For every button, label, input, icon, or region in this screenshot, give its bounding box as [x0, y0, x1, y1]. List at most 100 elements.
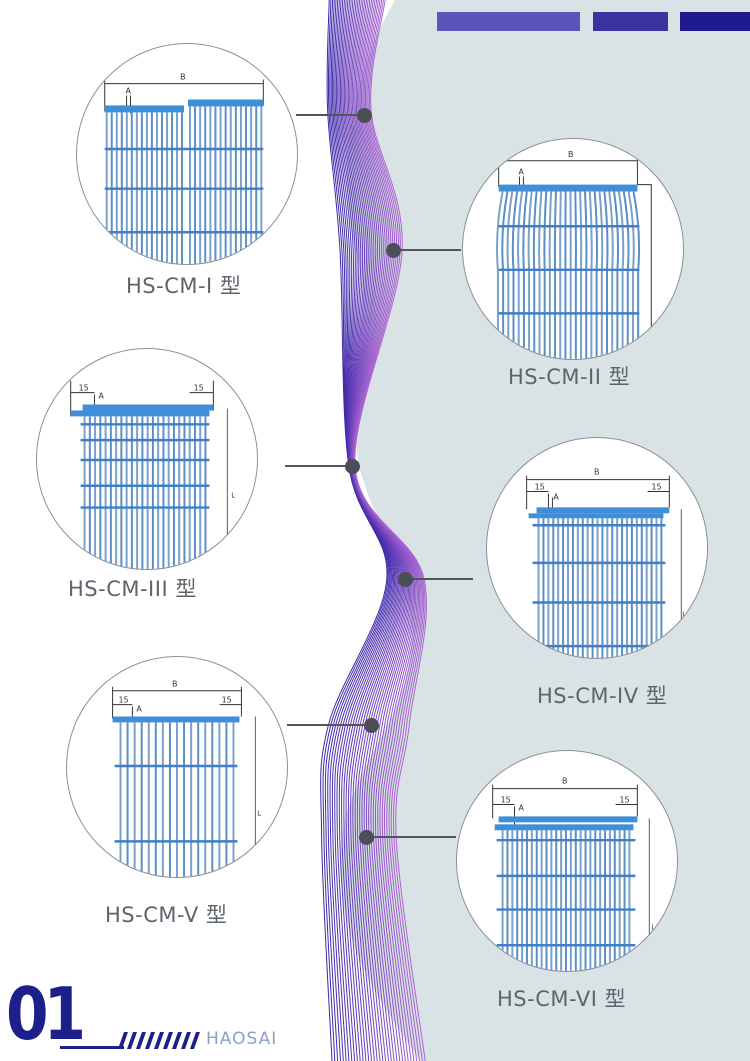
- dim-a-4: A: [553, 492, 559, 501]
- rings-2: [498, 224, 640, 315]
- diagram-circle-2: B A: [462, 138, 684, 360]
- footer-stripe: [181, 1032, 191, 1049]
- tube: [553, 191, 557, 359]
- diagram-circle-1: B A: [76, 43, 298, 265]
- dim-a-1: A: [126, 87, 132, 96]
- brand-name: HAOSAI: [206, 1029, 278, 1049]
- tube-diagram-6: B 15 15 A L: [492, 777, 655, 971]
- diagram-circle-6: B 15 15 A L: [456, 750, 678, 972]
- dim-a-3: A: [98, 392, 104, 401]
- dim-15-left-3: 15: [79, 384, 89, 393]
- dim-l-4: L: [682, 610, 686, 618]
- tubes-2: [496, 191, 641, 359]
- dim-b-6: B: [562, 777, 567, 786]
- model-label-2: HS-CM-II 型: [508, 365, 631, 389]
- tube: [496, 191, 504, 359]
- connector-dot-6: [358, 829, 374, 845]
- model-label-4: HS-CM-IV 型: [537, 684, 668, 708]
- tubes-6: [501, 830, 631, 971]
- rings-6: [496, 838, 636, 947]
- rings-1: [104, 147, 264, 234]
- footer-stripe: [154, 1032, 164, 1049]
- tube-diagram-5: B 15 15 A L: [112, 680, 261, 877]
- connector-dot-5: [363, 717, 379, 733]
- header-bar-1: [437, 12, 580, 31]
- dim-a-6: A: [518, 803, 524, 812]
- dim-b-1: B: [180, 73, 185, 82]
- dim-15-right-3: 15: [194, 384, 204, 393]
- connector-line-4: [405, 578, 473, 580]
- rings-3: [80, 423, 210, 509]
- dim-l-5: L: [257, 810, 261, 818]
- diagram-circle-5: B 15 15 A L: [66, 656, 288, 878]
- model-label-3: HS-CM-III 型: [68, 577, 197, 601]
- tube: [538, 191, 543, 359]
- tube: [603, 191, 609, 359]
- tube: [559, 191, 562, 359]
- tube: [574, 191, 577, 359]
- tube: [584, 191, 588, 359]
- tubes-3: [83, 416, 207, 569]
- connector-dot-3: [344, 458, 360, 474]
- connector-line-2: [393, 249, 461, 251]
- tubes-1b: [188, 106, 263, 264]
- tube: [511, 191, 519, 359]
- tube: [579, 191, 583, 359]
- dim-b-5: B: [172, 680, 177, 689]
- connector-dot-1: [356, 107, 372, 123]
- tube-diagram-1: B A: [104, 73, 264, 264]
- tube: [627, 191, 635, 359]
- connector-line-6: [366, 836, 456, 838]
- tube: [617, 191, 625, 359]
- footer-stripe: [145, 1032, 155, 1049]
- dim-15-left-5: 15: [119, 696, 129, 705]
- tube: [588, 191, 593, 359]
- connector-line-5: [287, 724, 371, 726]
- dim-l-6: L: [651, 923, 655, 931]
- model-label-1: HS-CM-I 型: [126, 274, 242, 298]
- footer-underline: [60, 1046, 124, 1049]
- rings-5: [114, 764, 238, 843]
- tubes-4: [537, 518, 663, 658]
- connector-dot-4: [397, 571, 413, 587]
- tube: [532, 191, 538, 359]
- rings-4: [532, 523, 666, 648]
- tube: [613, 191, 619, 359]
- header-bar-3: [680, 12, 750, 31]
- footer-stripes: [60, 1032, 200, 1049]
- tube: [517, 191, 524, 359]
- connector-line-1: [296, 114, 364, 116]
- tube: [622, 191, 630, 359]
- tube-diagram-3: 15 15 A L: [70, 380, 235, 569]
- footer-stripe: [118, 1032, 128, 1049]
- diagram-circle-4: B 15 15 A L: [486, 437, 708, 659]
- tube: [527, 191, 533, 359]
- footer-stripe: [163, 1032, 173, 1049]
- tube-diagram-4: B 15 15 A L: [526, 468, 686, 658]
- dim-15-right-6: 15: [620, 796, 630, 805]
- tube: [548, 191, 553, 359]
- dim-15-right-5: 15: [222, 696, 232, 705]
- tube: [593, 191, 598, 359]
- connector-dot-2: [385, 242, 401, 258]
- tube: [608, 191, 614, 359]
- dim-15-left-6: 15: [501, 796, 511, 805]
- dim-15-right-4: 15: [652, 483, 662, 492]
- tube: [543, 191, 548, 359]
- dim-b-2: B: [568, 150, 573, 159]
- connector-line-3: [285, 465, 352, 467]
- model-label-6: HS-CM-VI 型: [497, 987, 627, 1011]
- dim-a-2: A: [518, 168, 524, 177]
- tube: [506, 191, 514, 359]
- page-number: 01: [6, 972, 86, 1056]
- dim-l-3: L: [231, 492, 235, 500]
- dim-15-left-4: 15: [535, 483, 545, 492]
- tubes-5: [119, 722, 235, 877]
- footer-stripe: [190, 1032, 200, 1049]
- tube: [501, 191, 509, 359]
- footer-stripe: [136, 1032, 146, 1049]
- model-label-5: HS-CM-V 型: [105, 903, 228, 927]
- header-bar-2: [593, 12, 668, 31]
- tube: [522, 191, 528, 359]
- dim-b-4: B: [594, 468, 599, 477]
